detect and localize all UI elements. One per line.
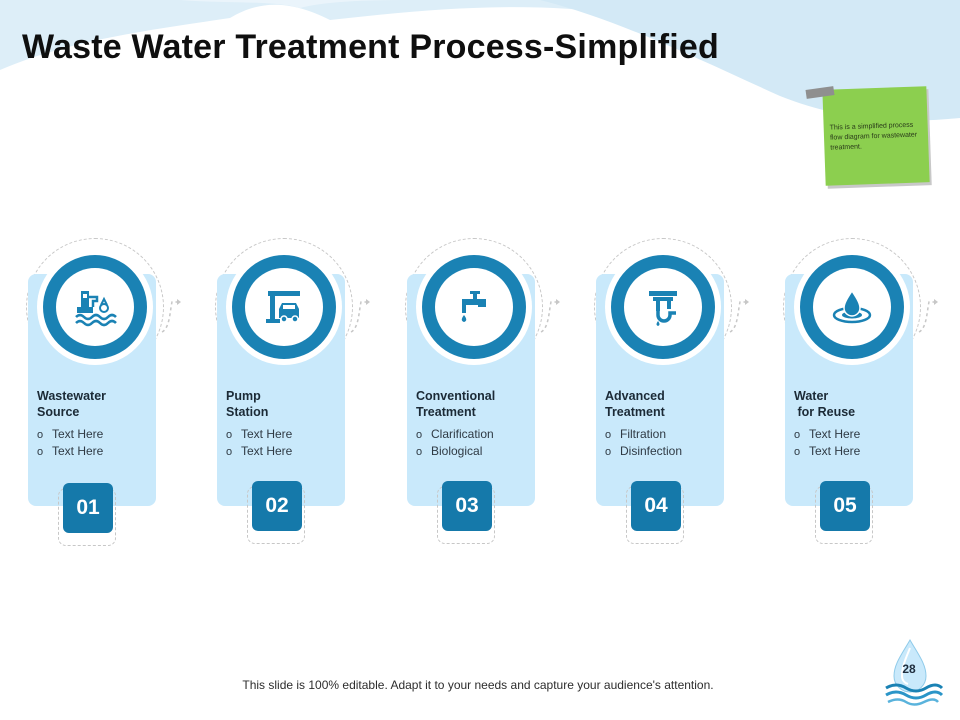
icon-disc [624, 268, 702, 346]
process-step-1: Wastewater Source Text Here Text Here 01 [26, 238, 186, 548]
flow-arrow-icon [540, 299, 560, 333]
step-bullets: Text Here Text Here [37, 426, 155, 460]
step-bullets: Filtration Disinfection [605, 426, 723, 460]
step-number: 02 [252, 481, 302, 531]
process-step-4: Advanced Treatment Filtration Disinfecti… [594, 238, 754, 548]
icon-ring [232, 255, 336, 359]
flow-arrow-icon [350, 299, 370, 333]
step-number-frame: 05 [815, 481, 873, 544]
step-title: Conventional Treatment [416, 389, 496, 419]
background-wave [0, 0, 960, 121]
flow-arrow-icon [729, 299, 749, 333]
sticky-note-text: This is a simplified process flow diagra… [829, 121, 918, 152]
page-number: 28 [902, 662, 916, 676]
bullet-item: Text Here [794, 443, 912, 460]
step-bullets: Text Here Text Here [226, 426, 344, 460]
step-number: 04 [631, 481, 681, 531]
bullet-item: Biological [416, 443, 534, 460]
bullet-item: Text Here [37, 426, 155, 443]
icon-disc [435, 268, 513, 346]
pump-station-icon [266, 291, 300, 323]
step-title: Advanced Treatment [605, 389, 665, 419]
step-number: 03 [442, 481, 492, 531]
bullet-item: Disinfection [605, 443, 723, 460]
step-number-frame: 01 [58, 483, 116, 546]
factory-water-icon [75, 291, 117, 327]
step-number-frame: 02 [247, 481, 305, 544]
icon-disc [813, 268, 891, 346]
icon-ring [800, 255, 904, 359]
flow-arrow-icon [918, 299, 938, 333]
bullet-item: Filtration [605, 426, 723, 443]
step-bullets: Text Here Text Here [794, 426, 912, 460]
process-step-3: Conventional Treatment Clarification Bio… [405, 238, 565, 548]
step-number: 05 [820, 481, 870, 531]
water-drop-logo-icon [885, 638, 944, 706]
icon-ring [43, 255, 147, 359]
flow-arrow-icon [161, 299, 181, 333]
faucet-icon [461, 291, 486, 322]
footer-text: This slide is 100% editable. Adapt it to… [242, 678, 714, 692]
icon-ring [611, 255, 715, 359]
bullet-item: Text Here [226, 443, 344, 460]
bullet-item: Text Here [226, 426, 344, 443]
step-title: Water for Reuse [794, 389, 856, 419]
bullet-item: Text Here [794, 426, 912, 443]
step-number-frame: 04 [626, 481, 684, 544]
bullet-item: Clarification [416, 426, 534, 443]
sticky-note: This is a simplified process flow diagra… [805, 84, 932, 188]
icon-disc [245, 268, 323, 346]
process-step-2: Pump Station Text Here Text Here 02 [215, 238, 375, 548]
step-bullets: Clarification Biological [416, 426, 534, 460]
step-number-frame: 03 [437, 481, 495, 544]
step-title: Pump Station [226, 389, 269, 419]
pipe-filter-icon [649, 291, 677, 326]
step-number: 01 [63, 483, 113, 533]
icon-disc [56, 268, 134, 346]
bullet-item: Text Here [37, 443, 155, 460]
process-step-5: Water for Reuse Text Here Text Here 05 [783, 238, 943, 548]
icon-ring [422, 255, 526, 359]
water-drop-icon [832, 289, 872, 324]
page-title: Waste Water Treatment Process-Simplified [22, 28, 720, 66]
step-title: Wastewater Source [37, 389, 107, 419]
